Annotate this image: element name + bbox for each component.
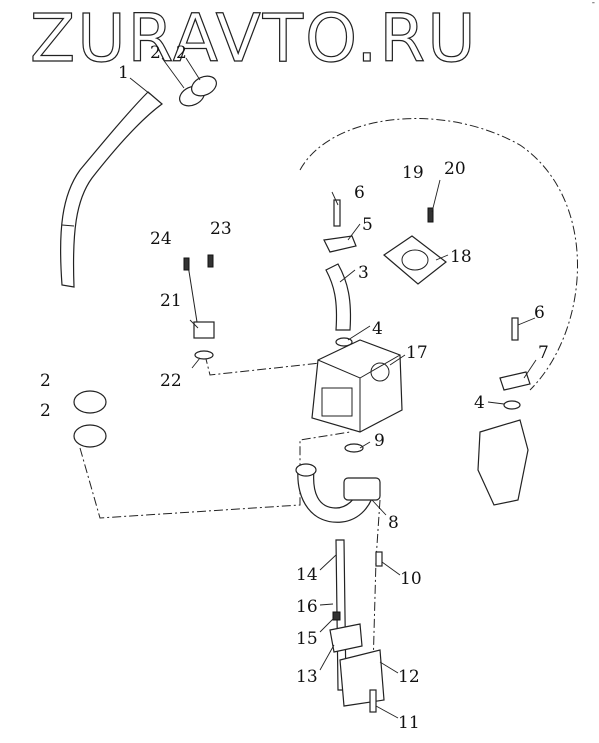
bolt-part-6-top — [333, 199, 341, 227]
clamp-part-2-bottom-a — [73, 390, 107, 414]
callout-14: 14 — [296, 565, 318, 585]
bolt-part-24 — [183, 257, 190, 271]
callout-7: 7 — [538, 343, 549, 363]
callout-3: 3 — [358, 263, 369, 283]
clip-part-7 — [499, 371, 531, 391]
elbow-flange — [343, 477, 381, 501]
callout-12: 12 — [398, 667, 420, 687]
sensor-rod — [187, 264, 198, 323]
oring-part-9 — [344, 443, 364, 453]
screw-part-19 — [427, 207, 434, 223]
callout-4-right: 4 — [474, 393, 485, 413]
callout-8: 8 — [388, 513, 399, 533]
sensor-part-21 — [193, 321, 215, 339]
callout-5: 5 — [362, 215, 373, 235]
callout-4-center: 4 — [372, 319, 383, 339]
callout-11: 11 — [398, 713, 420, 733]
nut-part-15 — [332, 611, 341, 621]
bracket-part-12 — [339, 649, 385, 707]
callout-18: 18 — [450, 247, 472, 267]
callout-13: 13 — [296, 667, 318, 687]
egr-cooler-part-17 — [311, 339, 403, 433]
callout-19: 19 — [402, 163, 424, 183]
callout-15: 15 — [296, 629, 318, 649]
dashed-line-left-loop — [79, 419, 356, 519]
clamp-part-2-top-b — [191, 75, 217, 97]
gasket-part-18 — [383, 235, 447, 285]
oring-part-22 — [194, 350, 214, 360]
hose-part-1 — [59, 91, 163, 288]
callout-10: 10 — [400, 569, 422, 589]
dashed-line-big-loop — [299, 118, 578, 391]
oring-part-4-right — [503, 400, 521, 410]
hose-mark-a — [61, 224, 75, 227]
watermark-text: ZURAVTO.RU — [29, 0, 478, 77]
cooler-face — [321, 387, 353, 417]
callout-2-top-b: 2 — [176, 43, 187, 63]
callout-16: 16 — [296, 597, 318, 617]
bolt-part-6-right — [511, 317, 519, 341]
bolt-part-11 — [369, 689, 377, 713]
plate-part-13 — [329, 623, 363, 653]
callout-2-top-a: 2 — [150, 43, 161, 63]
callout-2-bottom-b: 2 — [40, 401, 51, 421]
callout-1: 1 — [118, 63, 129, 83]
clamp-part-2-bottom-b — [73, 424, 107, 448]
leader-lines — [129, 57, 537, 719]
corner-mark: - — [591, 0, 595, 8]
callout-9: 9 — [374, 431, 385, 451]
valve-housing — [477, 419, 529, 506]
callout-24: 24 — [150, 229, 172, 249]
callout-2-bottom-a: 2 — [40, 371, 51, 391]
bolt-part-23 — [207, 254, 214, 268]
gasket-hole — [401, 249, 429, 271]
callout-20: 20 — [444, 159, 466, 179]
callout-6-right: 6 — [534, 303, 545, 323]
cooler-port — [370, 362, 390, 382]
callout-23: 23 — [210, 219, 232, 239]
pipe-part-3 — [325, 263, 352, 331]
elbow-inlet — [295, 463, 317, 477]
clip-part-5 — [323, 235, 357, 253]
callout-22: 22 — [160, 371, 182, 391]
callout-17: 17 — [406, 343, 428, 363]
callout-21: 21 — [160, 291, 182, 311]
callout-6-top: 6 — [354, 183, 365, 203]
bushing-part-10 — [375, 551, 383, 567]
cooler-edges — [317, 354, 401, 432]
